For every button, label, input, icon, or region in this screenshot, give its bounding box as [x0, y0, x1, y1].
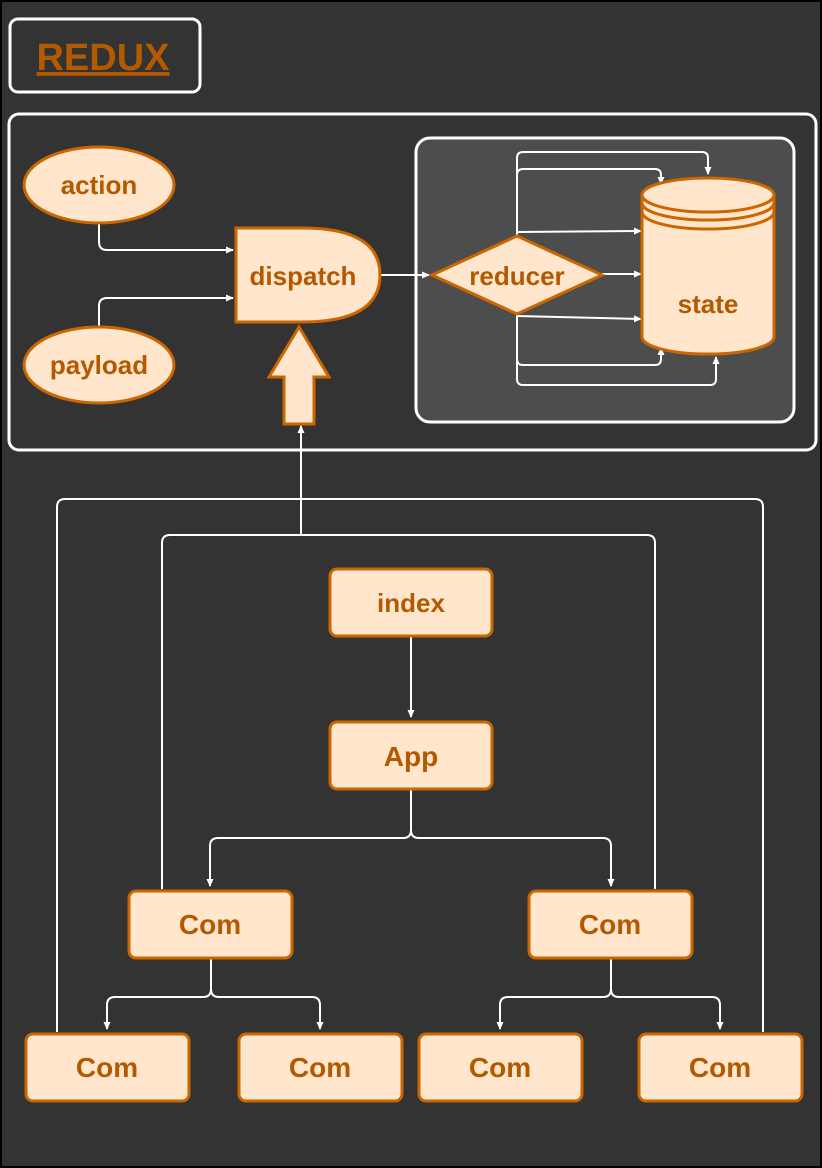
leaf-com-1-label: Com: [76, 1052, 138, 1083]
leaf-com-3-label: Com: [469, 1052, 531, 1083]
leaf-com-3-node: Com: [417, 1032, 584, 1103]
state-label: state: [678, 289, 739, 319]
leaf-com-2-node: Com: [237, 1032, 404, 1103]
com-right-label: Com: [579, 909, 641, 940]
dispatch-node: dispatch: [234, 226, 382, 324]
leaf-com-1-node: Com: [24, 1032, 191, 1103]
app-label: App: [384, 741, 438, 772]
payload-node: payload: [22, 325, 176, 405]
app-node: App: [328, 720, 494, 791]
payload-to-dispatch-edge: [98, 294, 234, 326]
diagram-title: REDUX: [36, 37, 170, 79]
leaf-com-4-label: Com: [689, 1052, 751, 1083]
leaf-com-4-node: Com: [637, 1032, 804, 1103]
index-label: index: [377, 588, 445, 618]
redux-container: [7, 112, 818, 452]
reducer-to-state-edges: [516, 151, 720, 386]
payload-label: payload: [50, 350, 148, 380]
leaf-com-2-label: Com: [289, 1052, 351, 1083]
dispatch-up-arrow: [266, 324, 332, 426]
state-node: state: [640, 176, 776, 356]
action-label: action: [61, 170, 138, 200]
tree-edges: [103, 637, 724, 1030]
action-node: action: [22, 145, 176, 225]
dispatch-label: dispatch: [250, 261, 357, 291]
action-to-dispatch-edge: [98, 224, 234, 254]
components-to-dispatch-edges: [56, 425, 764, 1032]
reducer-node: reducer: [428, 234, 606, 316]
com-left-label: Com: [179, 909, 241, 940]
com-left-node: Com: [127, 889, 294, 960]
com-right-node: Com: [527, 889, 694, 960]
title-box: REDUX: [8, 17, 202, 94]
reducer-label: reducer: [469, 261, 564, 291]
index-node: index: [328, 567, 494, 638]
